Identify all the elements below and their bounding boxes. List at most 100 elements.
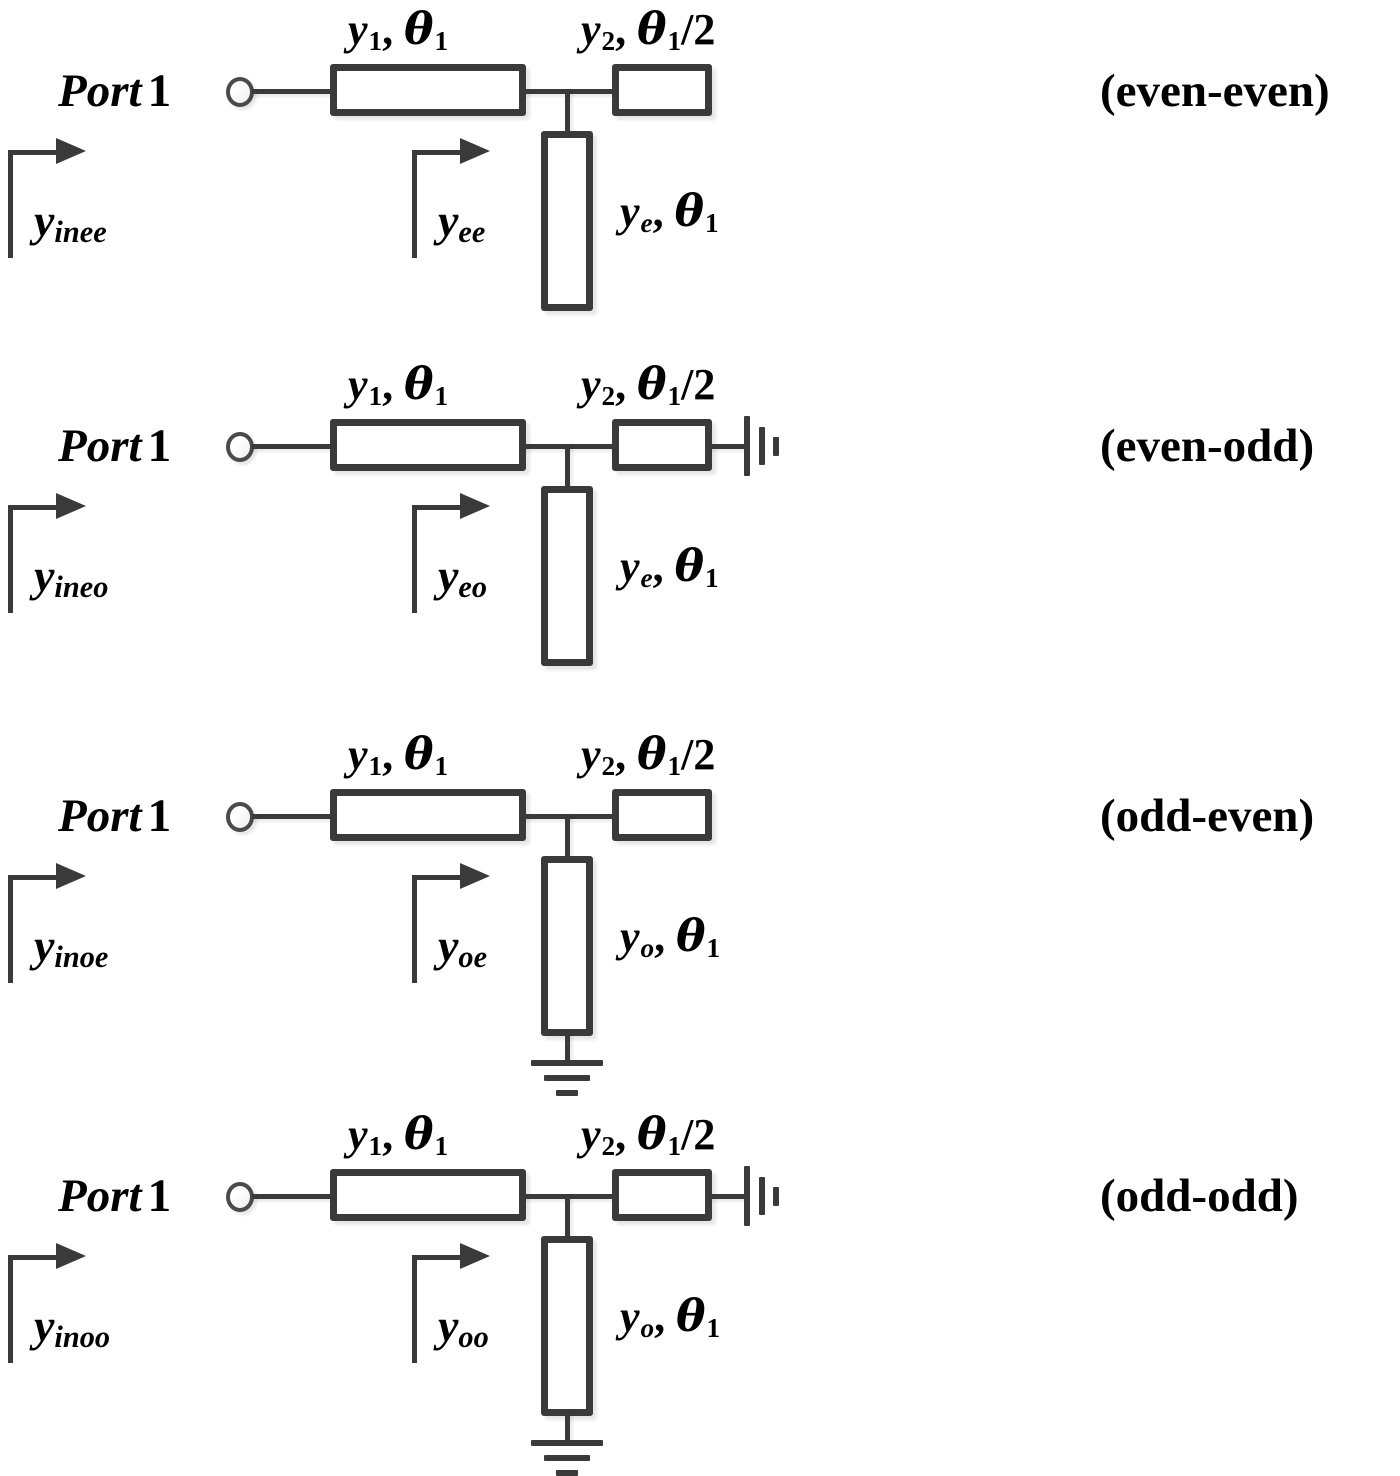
series-line-1-box[interactable] xyxy=(330,789,526,841)
stub-admittance: y xyxy=(620,187,640,236)
comma: , xyxy=(615,360,638,409)
series-line-2-box[interactable] xyxy=(612,64,712,116)
series-line-1-admittance-sub: 1 xyxy=(368,381,383,411)
series-line-2-theta-sub: 1 xyxy=(667,751,682,781)
port-terminal-dot[interactable] xyxy=(226,432,254,462)
indicator-stem xyxy=(8,875,13,983)
indicator-cross xyxy=(412,150,464,155)
series-line-1-box[interactable] xyxy=(330,1169,526,1221)
indicator-cross xyxy=(8,150,60,155)
input-admittance-base: y xyxy=(34,920,55,971)
series-line-2-label: y2, θ1/2 xyxy=(581,363,715,410)
stub-admittance-sub: o xyxy=(640,933,655,963)
case-label: (odd-odd) xyxy=(1100,1170,1299,1222)
comma: , xyxy=(382,360,405,409)
indicator-stem xyxy=(8,505,13,613)
ground-bar-1 xyxy=(531,1440,603,1446)
stub-theta-sub: 1 xyxy=(706,933,721,963)
series-line-1-admittance: y xyxy=(348,360,368,409)
comma: , xyxy=(382,1110,405,1159)
series-line-1-label: y1, θ1 xyxy=(348,8,448,55)
series-line-1-box[interactable] xyxy=(330,64,526,116)
series-line-1-box[interactable] xyxy=(330,419,526,471)
indicator-cross xyxy=(412,1255,464,1260)
series-line-2-box[interactable] xyxy=(612,1169,712,1221)
arrow-head-icon xyxy=(460,138,490,164)
junction-admittance-label: yoo xyxy=(438,1303,489,1353)
port-number: 1 xyxy=(147,420,172,472)
input-admittance-base: y xyxy=(34,550,55,601)
series-line-2-label: y2, θ1/2 xyxy=(581,8,715,55)
input-admittance-sub: inoe xyxy=(54,940,109,975)
port-number: 1 xyxy=(147,790,172,842)
series-line-2-theta-sub: 1 xyxy=(667,26,682,56)
series-line-1-admittance-sub: 1 xyxy=(368,751,383,781)
wall-bar-3 xyxy=(773,437,779,456)
series-line-1-label: y1, θ1 xyxy=(348,363,448,410)
wire-port-to-line1 xyxy=(252,89,332,94)
ground-bar-3 xyxy=(556,1090,578,1096)
wall-bar-1 xyxy=(744,1166,750,1226)
wire-line1-to-junction xyxy=(524,814,616,819)
input-admittance-label: yinoo xyxy=(34,1303,110,1353)
wire-junction-to-stub xyxy=(565,89,570,135)
port-terminal-dot[interactable] xyxy=(226,1182,254,1212)
series-line-2-label: y2, θ1/2 xyxy=(581,1113,715,1160)
shunt-stub-box[interactable] xyxy=(541,1236,593,1416)
input-admittance-label: yinoe xyxy=(34,920,109,975)
indicator-cross xyxy=(8,505,60,510)
port-number: 1 xyxy=(147,65,172,117)
port-label-text: Port xyxy=(58,790,142,842)
junction-admittance-base: y xyxy=(438,195,459,246)
series-line-2-theta: θ xyxy=(637,359,667,410)
stub-label: ye, θ1 xyxy=(620,190,719,237)
port-terminal-dot[interactable] xyxy=(226,77,254,107)
wire-port-to-line1 xyxy=(252,1194,332,1199)
series-line-2-admittance: y xyxy=(581,730,601,779)
series-line-2-theta-sub: 1 xyxy=(667,381,682,411)
comma: , xyxy=(615,5,638,54)
stub-admittance-sub: o xyxy=(640,1313,655,1343)
series-line-2-theta: θ xyxy=(637,4,667,55)
junction-admittance-sub: ee xyxy=(458,215,486,250)
comma: , xyxy=(652,187,675,236)
series-line-2-box[interactable] xyxy=(612,419,712,471)
junction-admittance-sub: oe xyxy=(458,940,488,975)
wire-junction-to-stub xyxy=(565,444,570,490)
wall-bar-1 xyxy=(744,416,750,476)
wall-bar-2 xyxy=(759,1177,765,1215)
series-line-2-box[interactable] xyxy=(612,789,712,841)
series-line-2-admittance-sub: 2 xyxy=(601,1131,616,1161)
port-label-text: Port xyxy=(58,65,142,117)
indicator-stem xyxy=(8,1255,13,1363)
series-line-2-divisor: /2 xyxy=(681,1110,716,1159)
wire-stub-to-ground xyxy=(565,1414,570,1444)
junction-admittance-base: y xyxy=(438,550,459,601)
comma: , xyxy=(382,730,405,779)
shunt-stub-box[interactable] xyxy=(541,856,593,1036)
arrow-head-icon xyxy=(56,493,86,519)
comma: , xyxy=(652,542,675,591)
indicator-stem xyxy=(412,1255,417,1363)
stub-label: yo, θ1 xyxy=(620,915,720,962)
junction-admittance-sub: eo xyxy=(458,570,488,605)
input-admittance-label: yineo xyxy=(34,550,108,603)
ground-bar-3 xyxy=(556,1470,578,1476)
wire-line1-to-junction xyxy=(524,444,616,449)
port-terminal-dot[interactable] xyxy=(226,802,254,832)
series-line-1-admittance-sub: 1 xyxy=(368,26,383,56)
ground-bar-1 xyxy=(531,1060,603,1066)
arrow-head-icon xyxy=(56,138,86,164)
shunt-stub-box[interactable] xyxy=(541,131,593,311)
stub-theta-sub: 1 xyxy=(705,563,719,593)
series-line-2-admittance-sub: 2 xyxy=(601,26,616,56)
shunt-stub-box[interactable] xyxy=(541,486,593,666)
port-label-text: Port xyxy=(58,1170,142,1222)
comma: , xyxy=(654,912,677,961)
indicator-stem xyxy=(412,150,417,258)
arrow-head-icon xyxy=(460,863,490,889)
